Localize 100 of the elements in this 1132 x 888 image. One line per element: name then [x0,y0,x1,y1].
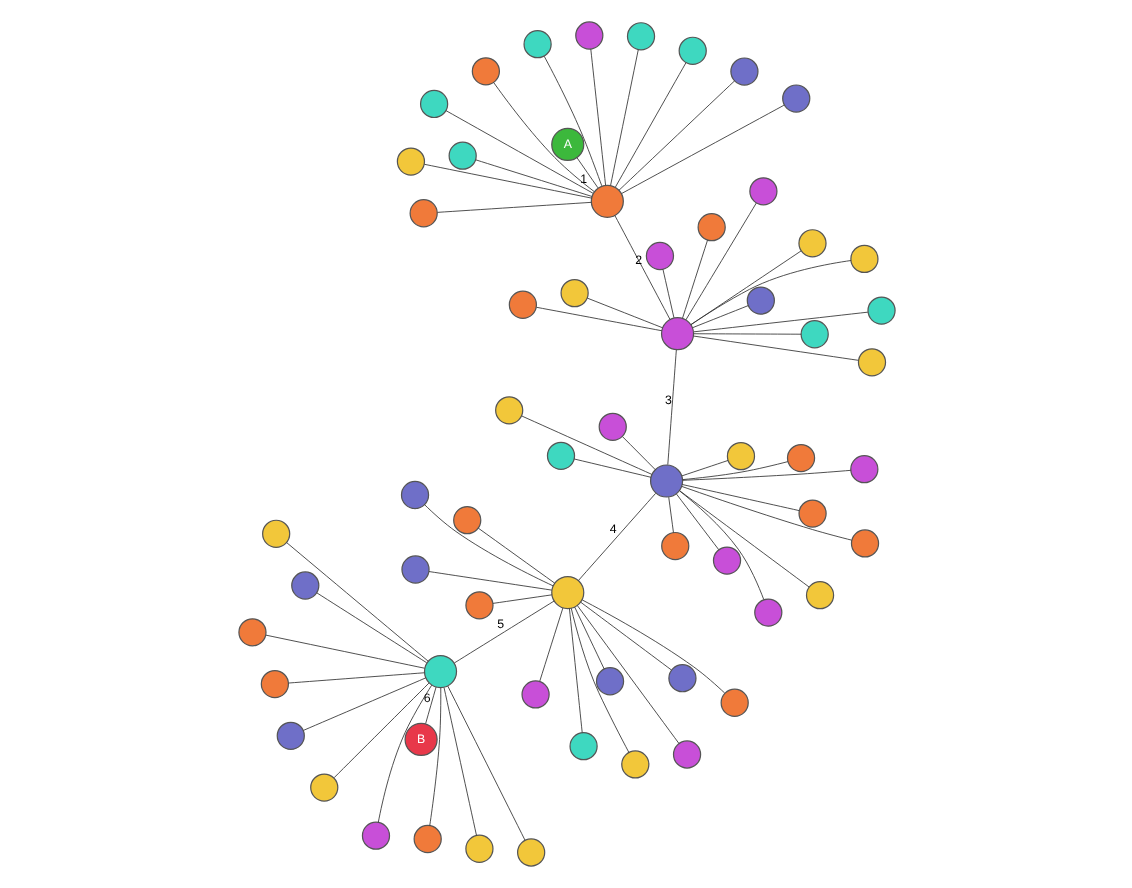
connector [572,458,651,478]
node-circle [671,740,701,769]
node-circle [399,480,429,510]
node-circle [589,184,623,218]
connector [520,415,652,475]
connector [680,484,799,511]
connector [678,490,764,601]
node-circle [494,396,523,425]
connector [302,677,425,731]
connector [692,333,801,335]
node-circle [648,464,683,498]
connector [453,600,554,664]
connector [315,592,427,664]
connector [680,460,728,477]
node-circle [309,773,338,802]
connector [285,542,428,662]
node-circle [400,555,429,584]
node-circle [849,529,879,558]
connector [577,492,656,581]
node-circle [804,581,834,610]
node-circle [559,278,588,308]
connector [609,49,638,186]
connector [476,527,555,584]
connector [681,239,707,319]
connector [423,504,553,587]
node-circle [574,21,603,50]
connector [666,349,676,466]
node-circle [696,213,725,242]
node-circle [799,320,828,349]
node-circle [866,296,895,325]
node-circle [550,575,584,610]
node-circle [856,348,886,377]
node-circle [360,821,390,850]
connector [444,110,593,194]
connector [678,490,809,588]
connector [491,594,552,604]
node-circle [464,834,493,863]
node-circle [725,441,755,471]
node-circle [753,598,782,627]
connector [376,684,432,823]
node-circle [785,443,815,473]
connector [613,215,670,320]
connector [264,634,424,669]
connector [423,163,591,199]
node-circle [745,286,774,315]
node-circle [237,618,266,647]
connector [692,311,868,333]
connector [580,599,725,694]
connector [332,682,429,779]
connector [585,297,662,329]
connector [614,62,686,188]
node-circle [522,30,551,59]
connector [579,601,671,671]
connector [617,80,734,191]
node-circle [660,531,689,561]
node-circle [507,290,537,319]
node-circle [659,317,694,351]
node-circle [422,654,457,689]
node-circle [748,177,777,206]
connector [691,305,748,329]
connector [573,606,604,670]
connector [535,306,662,332]
connector [620,104,784,194]
node-circle [545,441,575,470]
connector [427,571,552,591]
connector [542,55,602,187]
node-circle [620,750,649,779]
connector [589,48,605,186]
connector [436,201,591,213]
node-circle [261,519,290,548]
connector [569,607,629,753]
connector [442,687,476,836]
node-circle [418,89,448,119]
node-circle [520,680,549,709]
connector [424,686,436,725]
node-circle [797,229,826,258]
connector [621,436,655,471]
node-circle [849,244,878,274]
node-circle [568,732,597,761]
node-circle [470,57,500,86]
node-circle [516,838,545,867]
connector [287,672,424,684]
node-circle [711,546,741,575]
connector [538,607,563,682]
connector [575,605,679,744]
node-circle [464,591,493,620]
node-circle [625,22,655,51]
node-circle [677,36,706,65]
connector [428,687,441,826]
node-circle [452,506,481,535]
connector [684,202,756,321]
connector [675,493,719,550]
connector [692,335,858,361]
connector [681,461,788,481]
connector [661,269,674,319]
connector [474,159,592,197]
node-circle [447,141,476,170]
node-circle [849,455,878,484]
node-circle [644,241,674,271]
node-circle [412,824,441,854]
